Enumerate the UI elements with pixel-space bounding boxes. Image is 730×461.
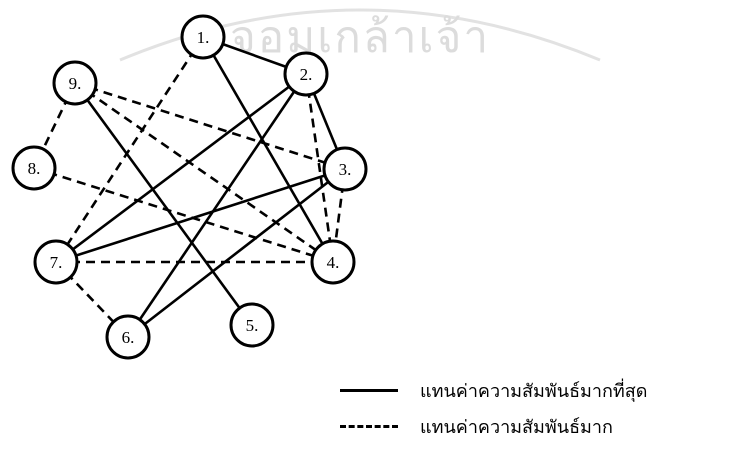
- node-circle-6: [105, 314, 151, 360]
- legend-row-dashed: แทนค่าความสัมพันธ์มาก: [340, 408, 647, 444]
- edges: [32, 35, 347, 339]
- node-2: 2.: [283, 51, 329, 97]
- node-label-7: 7.: [50, 253, 63, 272]
- node-label-2: 2.: [300, 65, 313, 84]
- node-label-8: 8.: [28, 159, 41, 178]
- node-circle-2: [283, 51, 329, 97]
- legend-dashed-label: แทนค่าความสัมพันธ์มาก: [420, 416, 613, 438]
- node-label-4: 4.: [327, 253, 340, 272]
- node-7: 7.: [33, 239, 79, 285]
- node-label-6: 6.: [122, 328, 135, 347]
- node-9: 9.: [52, 60, 98, 106]
- node-1: 1.: [180, 14, 226, 60]
- edge-3-6-solid: [127, 167, 346, 339]
- edge-2-7-solid: [55, 72, 307, 264]
- node-5: 5.: [229, 302, 275, 348]
- legend-solid-line: [340, 388, 398, 392]
- node-4: 4.: [310, 239, 356, 285]
- nodes: 1. 2. 3. 4. 5. 6. 7. 8. 9.: [11, 14, 368, 360]
- node-3: 3.: [322, 146, 368, 192]
- legend-solid-label: แทนค่าความสัมพันธ์มากที่สุด: [420, 380, 648, 402]
- edge-9-3-dashed: [74, 81, 346, 171]
- legend-row-solid: แทนค่าความสัมพันธ์มากที่สุด: [340, 372, 647, 408]
- edge-2-4-dashed: [304, 73, 335, 263]
- node-circle-9: [52, 60, 98, 106]
- edge-9-5-solid: [73, 82, 254, 326]
- node-8: 8.: [11, 145, 57, 191]
- watermark: จอมเกล้าเจ้า: [119, 8, 601, 63]
- node-label-3: 3.: [339, 160, 352, 179]
- node-circle-5: [229, 302, 275, 348]
- node-6: 6.: [105, 314, 151, 360]
- legend-dashed-line: [340, 424, 398, 428]
- edge-1-4-solid: [201, 36, 335, 263]
- node-circle-7: [33, 239, 79, 285]
- watermark-text: จอมเกล้าเจ้า: [230, 12, 490, 63]
- node-circle-8: [11, 145, 57, 191]
- edge-8-4-dashed: [33, 166, 334, 264]
- node-label-5: 5.: [246, 316, 259, 335]
- node-label-1: 1.: [197, 28, 210, 47]
- legend: แทนค่าความสัมพันธ์มากที่สุด แทนค่าความสั…: [340, 372, 647, 444]
- edge-3-7-solid: [55, 167, 346, 264]
- node-circle-3: [322, 146, 368, 192]
- node-circle-1: [180, 14, 226, 60]
- node-label-9: 9.: [69, 74, 82, 93]
- edge-2-6-solid: [126, 73, 308, 338]
- node-circle-4: [310, 239, 356, 285]
- edge-9-4-dashed: [74, 81, 334, 264]
